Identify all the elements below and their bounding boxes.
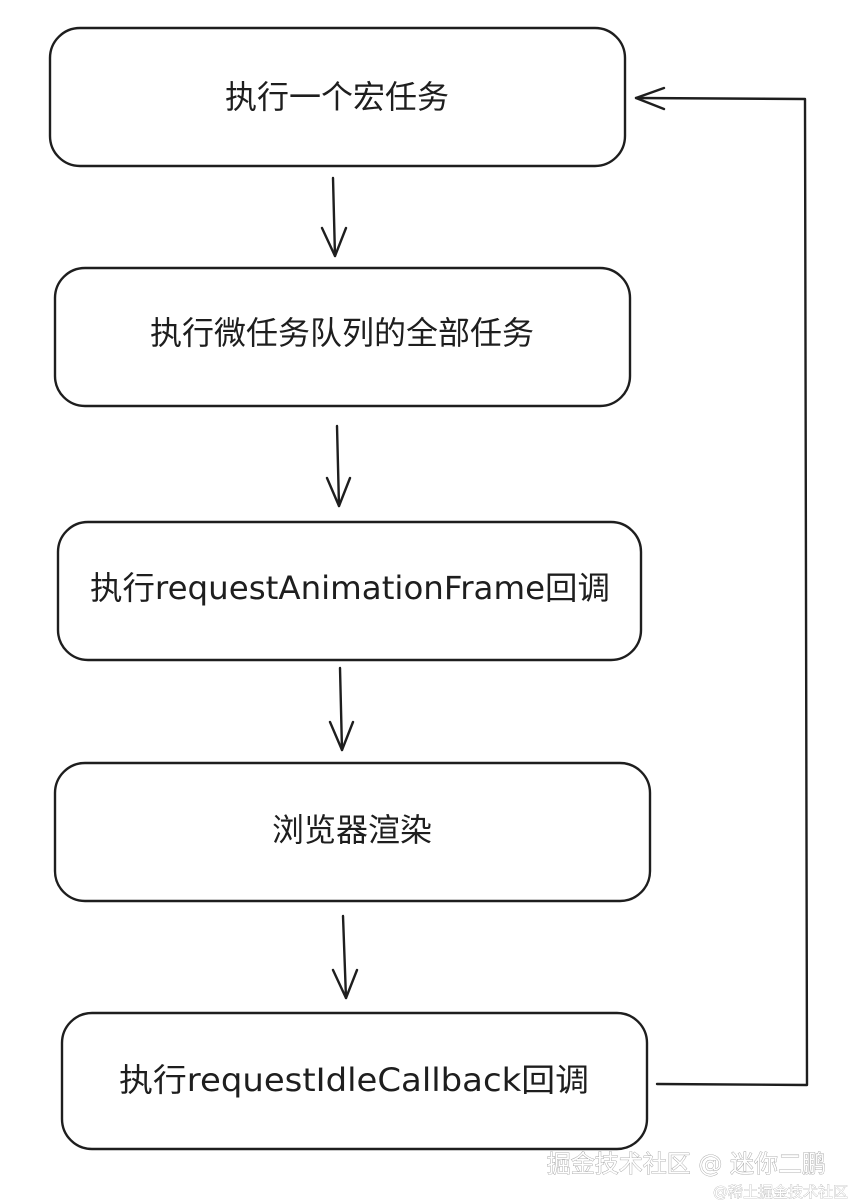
arrow-render-to-idle-callback [331, 914, 359, 1000]
arrow-macrotask-to-microtasks [320, 176, 348, 258]
arrow-raf-to-render [328, 666, 355, 752]
step-execute-macrotask: 执行一个宏任务 [48, 26, 627, 168]
step-request-idle-callback: 执行requestIdleCallback回调 [60, 1011, 649, 1151]
watermark-subtext: @稀土掘金技术社区 [713, 1183, 848, 1201]
step-label: 浏览器渲染 [272, 811, 432, 849]
step-label: 执行一个宏任务 [225, 78, 449, 116]
step-box [48, 26, 627, 168]
watermark-text: 掘金技术社区 @ 迷你二鹏 [547, 1150, 826, 1178]
step-box [60, 1011, 649, 1151]
arrow-loop-back-to-macrotask [634, 86, 809, 1087]
step-request-animation-frame: 执行requestAnimationFrame回调 [56, 520, 643, 662]
step-browser-render: 浏览器渲染 [53, 761, 652, 903]
step-run-all-microtasks: 执行微任务队列的全部任务 [53, 266, 632, 408]
step-label: 执行requestAnimationFrame回调 [90, 569, 610, 607]
step-label: 执行微任务队列的全部任务 [150, 314, 534, 352]
watermark: 掘金技术社区 @ 迷你二鹏 @稀土掘金技术社区 [546, 1150, 848, 1202]
arrow-microtasks-to-raf [325, 424, 352, 508]
step-label: 执行requestIdleCallback回调 [119, 1061, 589, 1099]
step-box [53, 266, 632, 408]
step-box [56, 520, 643, 662]
step-box [53, 761, 652, 903]
